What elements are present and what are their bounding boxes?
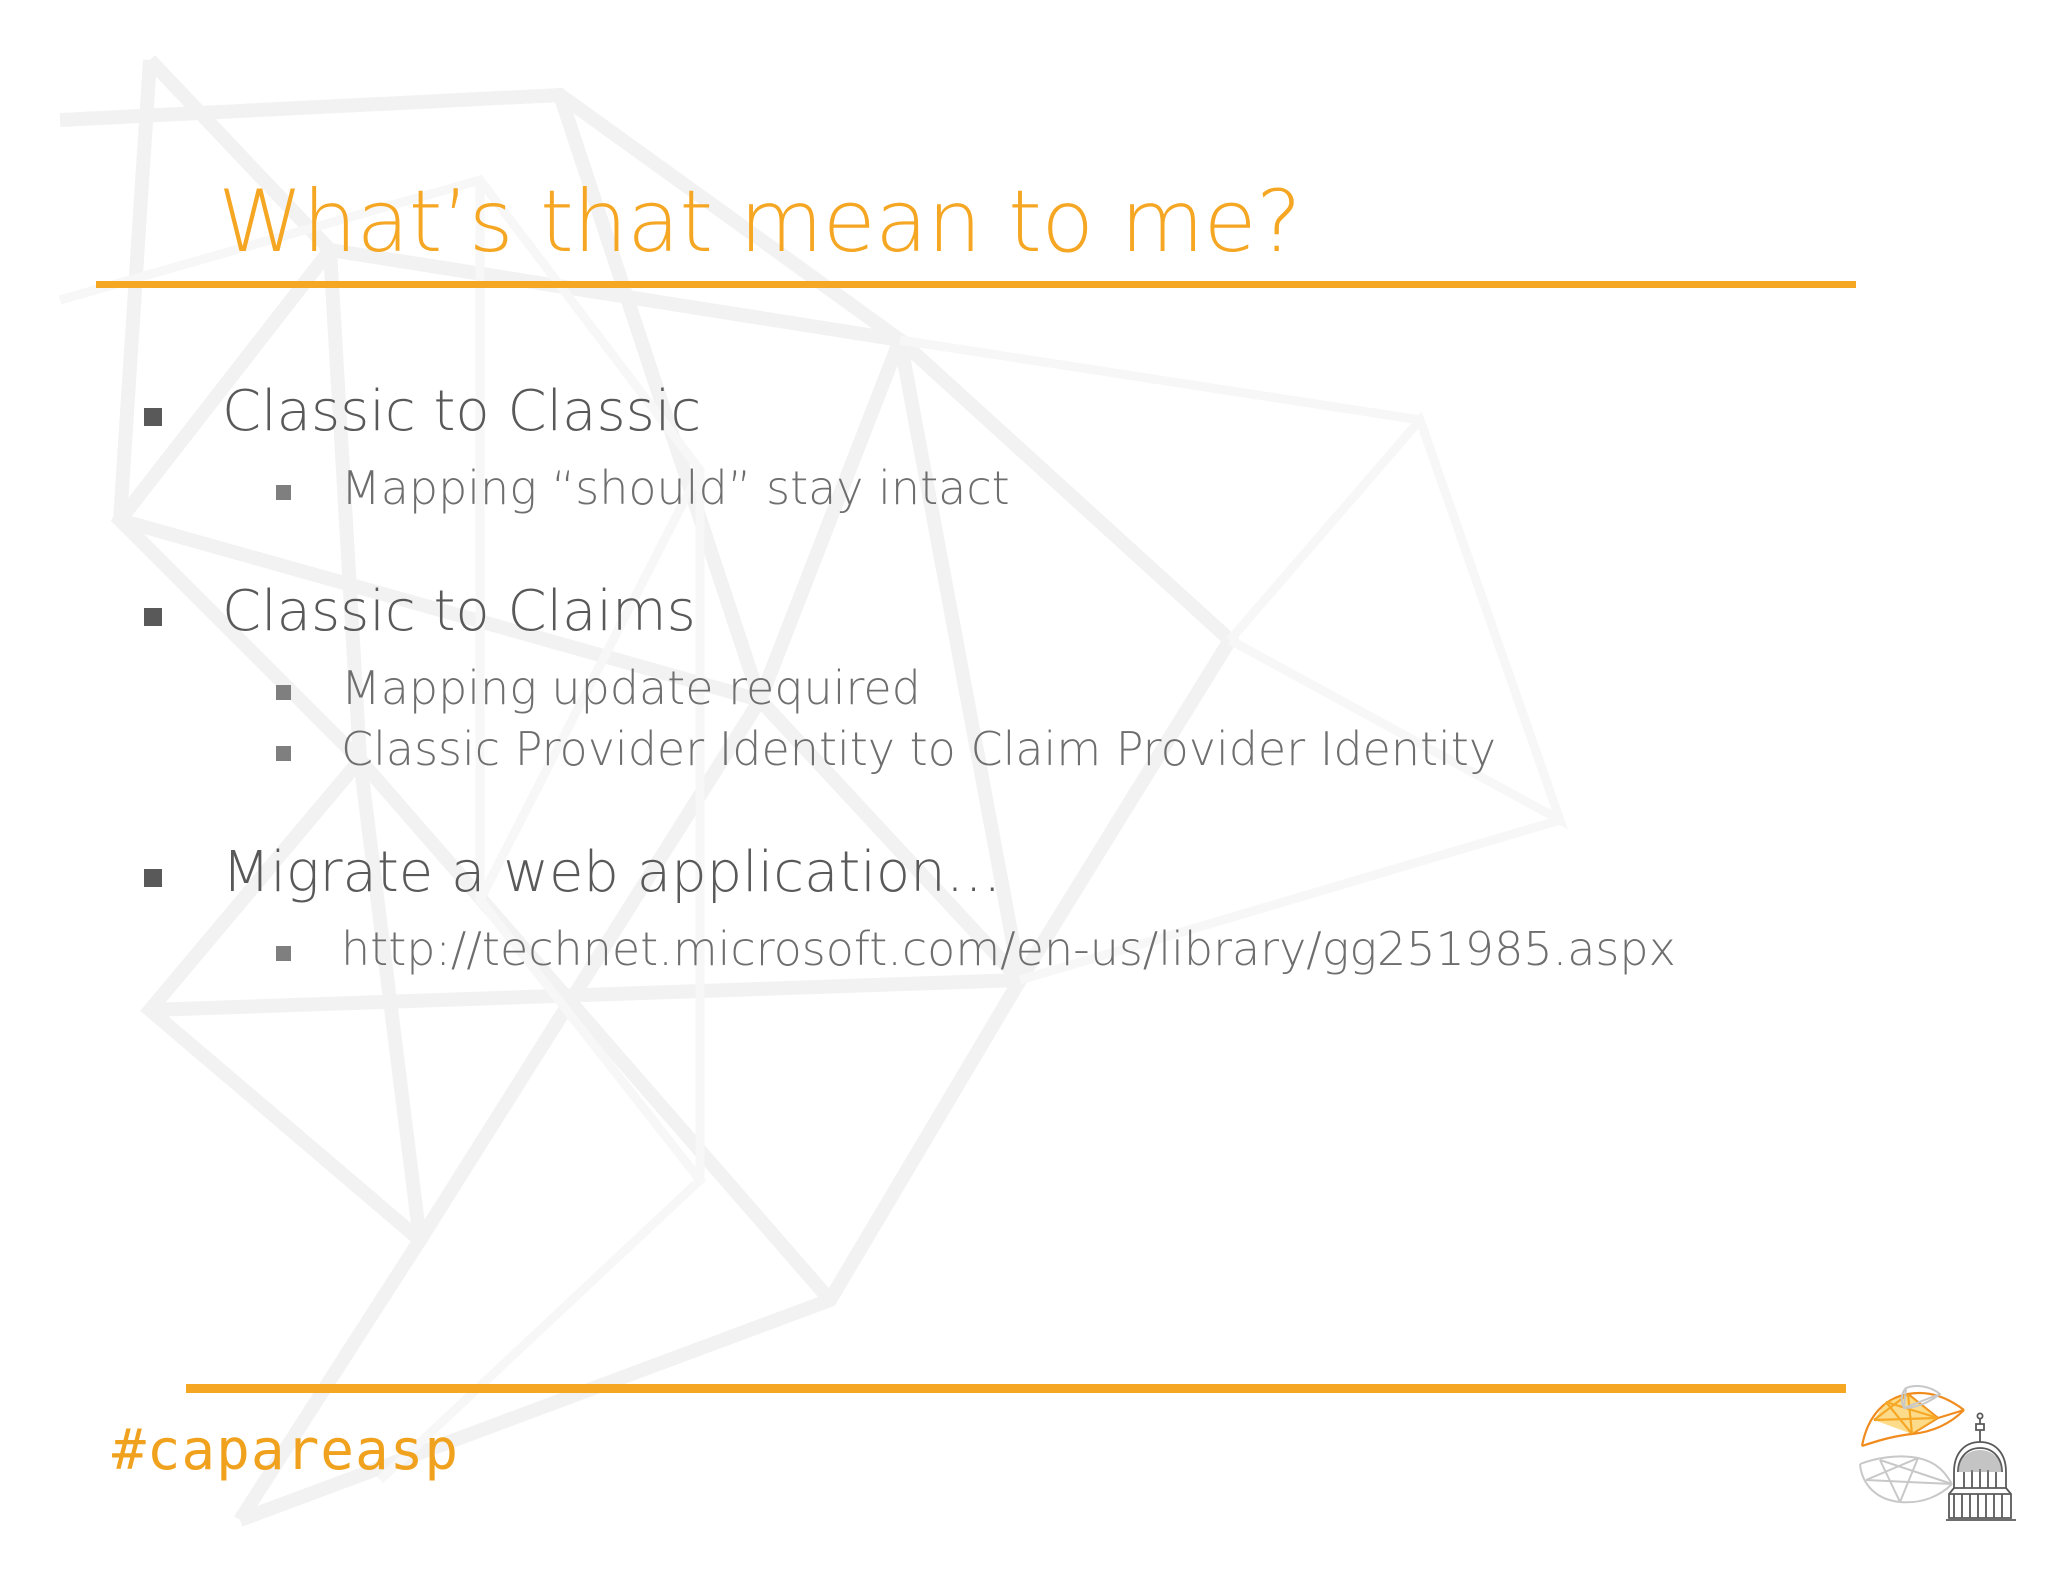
list-item-label: Migrate a web application… [222, 840, 1002, 906]
square-bullet-icon [276, 746, 291, 762]
footer-divider-rule [186, 1384, 1846, 1393]
bullet-content: Classic to Classic Mapping “should” stay… [96, 379, 1996, 984]
square-bullet-icon [276, 946, 291, 962]
list-item[interactable]: Classic to Claims [96, 579, 1996, 645]
title-divider-rule [96, 281, 1856, 289]
square-bullet-icon [144, 608, 162, 627]
list-item[interactable]: Classic to Classic [96, 379, 1996, 445]
list-item[interactable]: Mapping “should” stay intact [96, 461, 1996, 516]
title-block: What’s that mean to me? [96, 172, 1952, 289]
list-item-label: Mapping “should” stay intact [341, 460, 1010, 515]
square-bullet-icon [276, 685, 291, 701]
list-item-label: Mapping update required [341, 661, 921, 716]
bullet-group: Classic to Classic Mapping “should” stay… [96, 379, 1996, 516]
page-title: What’s that mean to me? [218, 172, 1302, 272]
square-bullet-icon [144, 408, 162, 426]
list-item-label: Classic to Claims [222, 579, 696, 645]
list-item[interactable]: Classic Provider Identity to Claim Provi… [96, 722, 1996, 777]
square-bullet-icon [276, 484, 291, 500]
external-link-label[interactable]: http://technet.microsoft.com/en-us/libra… [341, 922, 1676, 977]
bullet-group: Classic to Claims Mapping update require… [96, 579, 1996, 777]
bullet-group: Migrate a web application… http://techne… [96, 841, 1996, 977]
square-bullet-icon [144, 869, 162, 888]
list-item[interactable]: Mapping update required [96, 661, 1996, 716]
list-item[interactable]: http://technet.microsoft.com/en-us/libra… [96, 922, 1996, 977]
hashtag-label: #capareasp [112, 1418, 460, 1483]
capital-area-sharepoint-logo [1859, 1385, 2016, 1521]
list-item[interactable]: Migrate a web application… [96, 841, 1996, 906]
list-item-label: Classic to Classic [222, 379, 702, 444]
list-item-label: Classic Provider Identity to Claim Provi… [341, 722, 1497, 777]
